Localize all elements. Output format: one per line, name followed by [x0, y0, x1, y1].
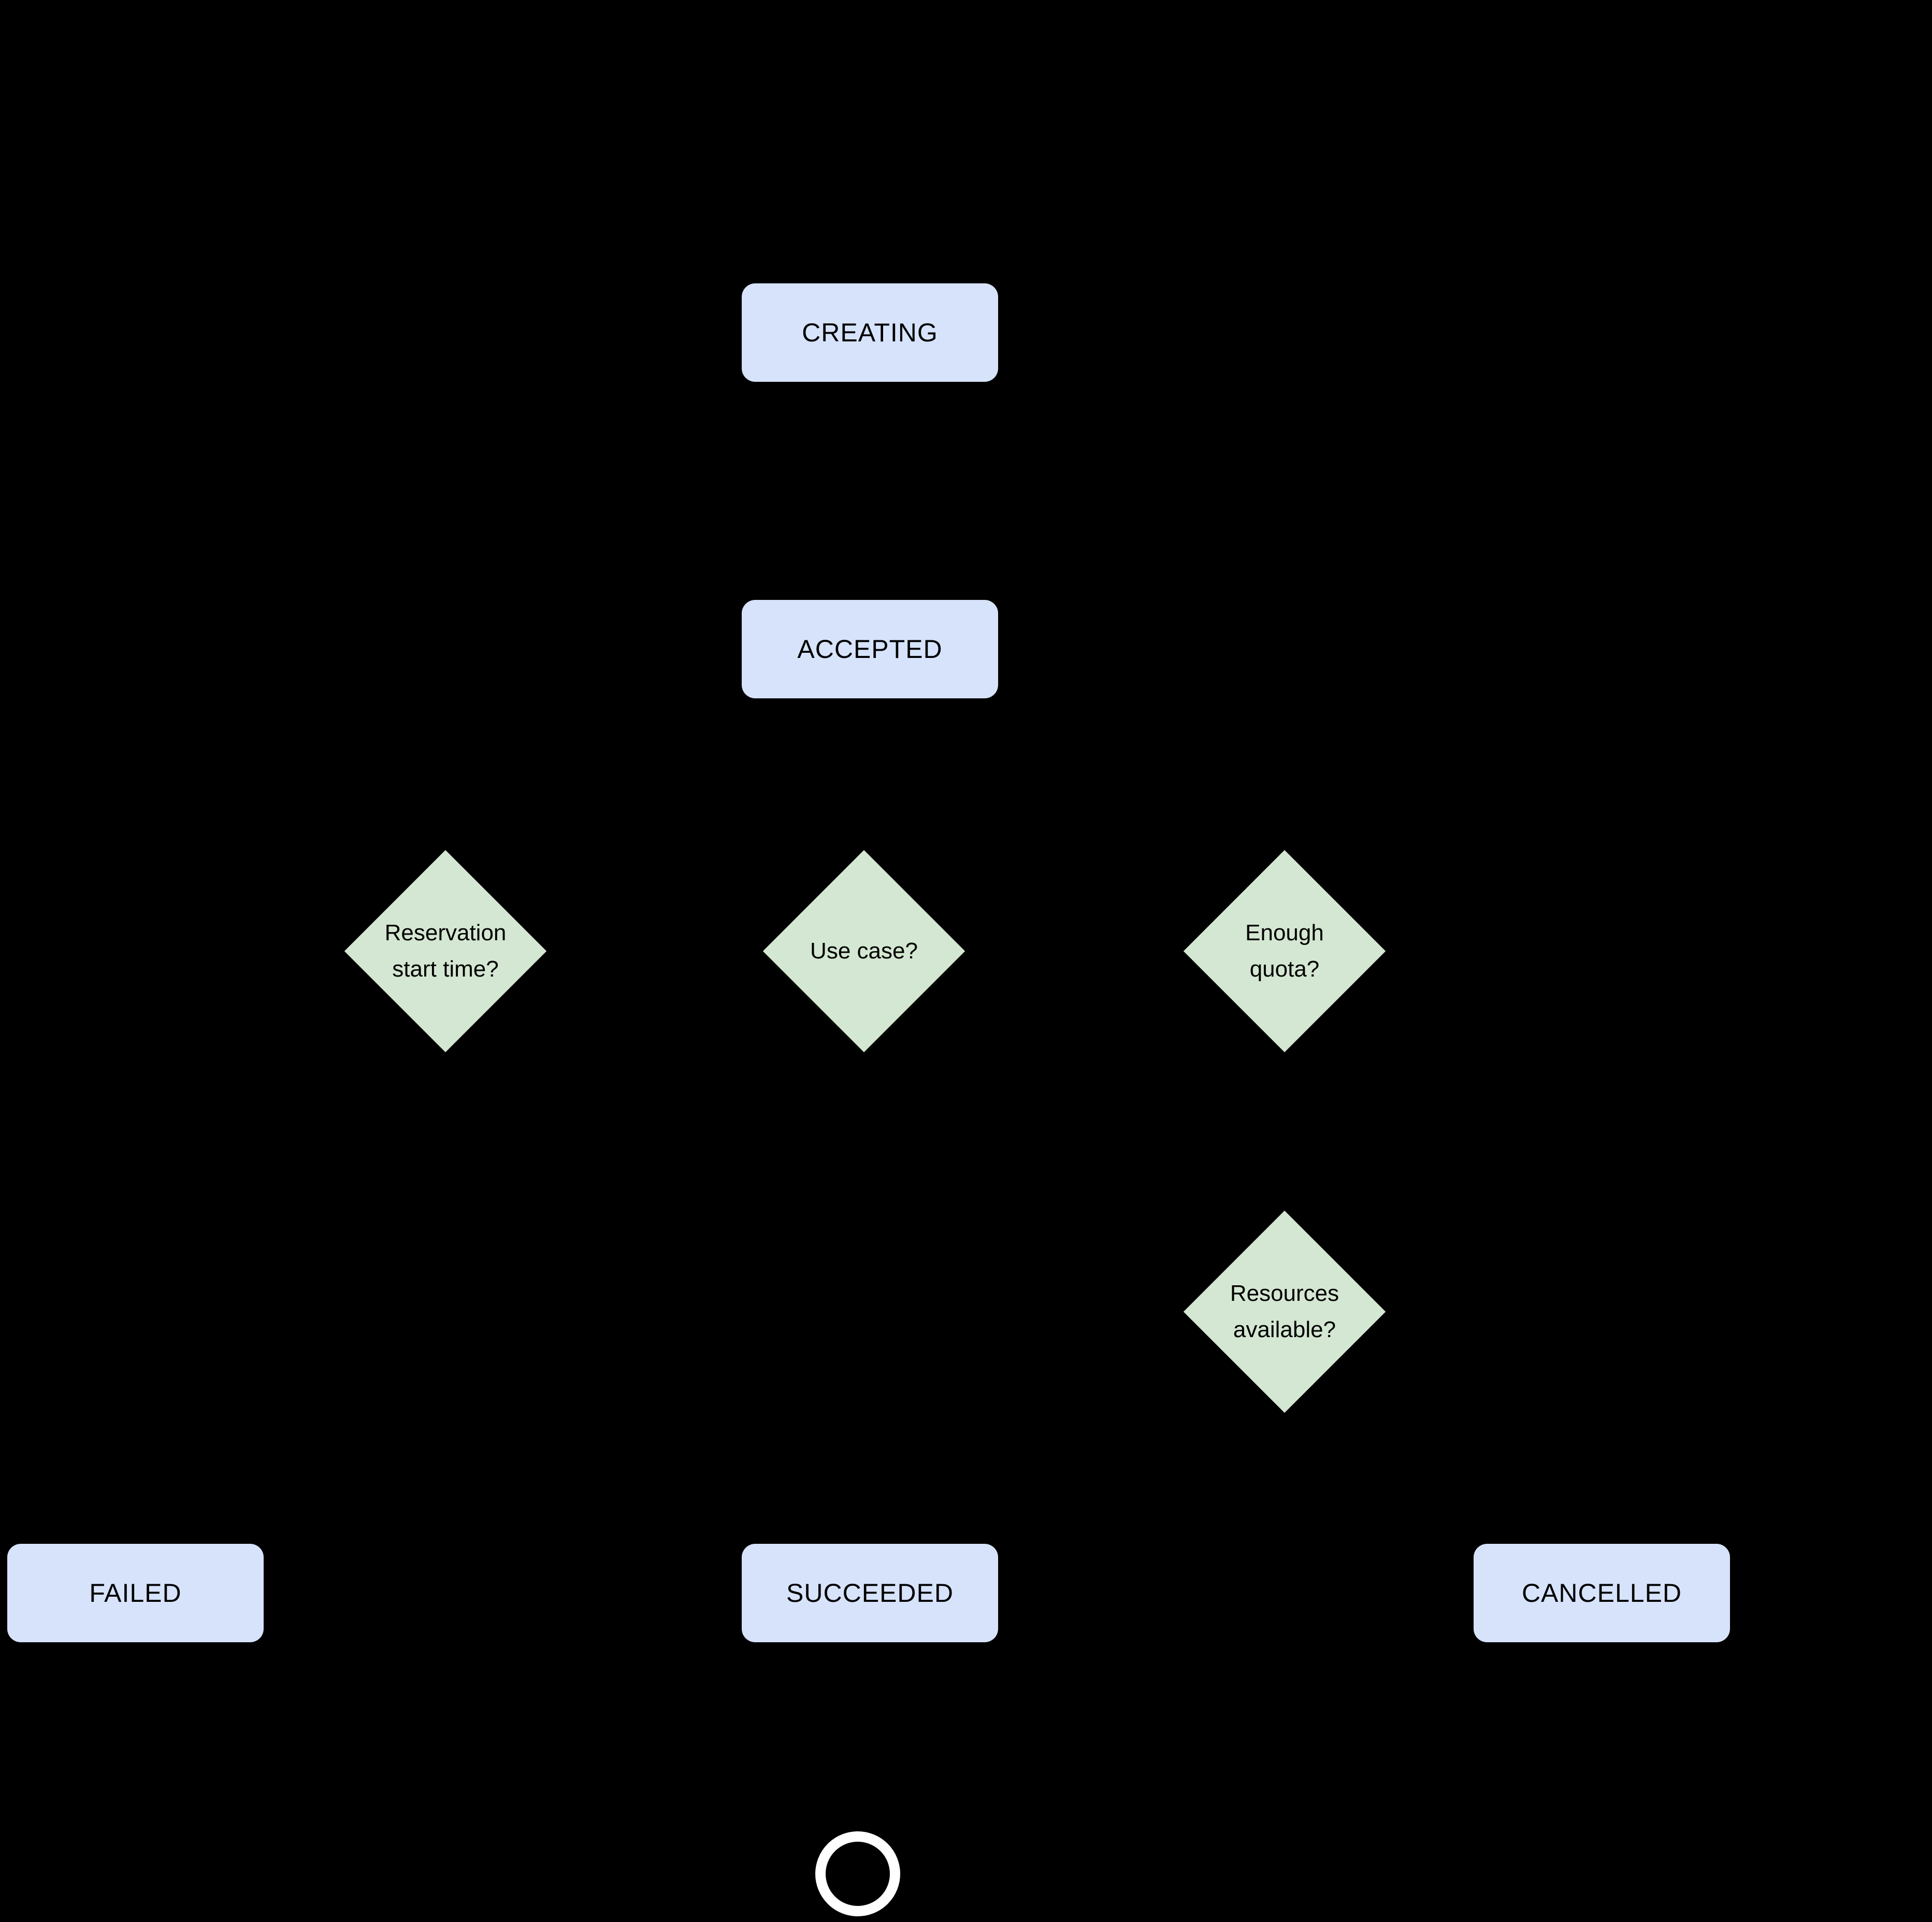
decision-line: Use case? — [810, 938, 918, 964]
decision-line: quota? — [1249, 956, 1320, 982]
state-succeeded-label: SUCCEEDED — [786, 1579, 954, 1608]
state-cancelled-label: CANCELLED — [1521, 1579, 1682, 1608]
decision-line: start time? — [392, 956, 499, 982]
decision-resources-available-label: Resources available? — [1176, 1260, 1393, 1364]
decision-enough-quota-label: Enough quota? — [1176, 899, 1393, 1003]
end-state-circle — [815, 1831, 900, 1916]
state-succeeded: SUCCEEDED — [742, 1544, 998, 1642]
state-failed-label: FAILED — [89, 1579, 182, 1608]
state-creating-label: CREATING — [802, 318, 938, 347]
state-accepted: ACCEPTED — [742, 600, 998, 698]
decision-use-case-label: Use case? — [755, 899, 973, 1003]
state-cancelled: CANCELLED — [1474, 1544, 1730, 1642]
state-accepted-label: ACCEPTED — [797, 635, 943, 664]
decision-line: Resources — [1230, 1281, 1339, 1306]
decision-line: Enough — [1245, 920, 1324, 945]
decision-line: available? — [1233, 1317, 1336, 1342]
state-creating: CREATING — [742, 283, 998, 382]
decision-reservation-start-time-label: Reservation start time? — [337, 899, 554, 1003]
state-failed: FAILED — [7, 1544, 264, 1642]
decision-line: Reservation — [384, 920, 507, 945]
